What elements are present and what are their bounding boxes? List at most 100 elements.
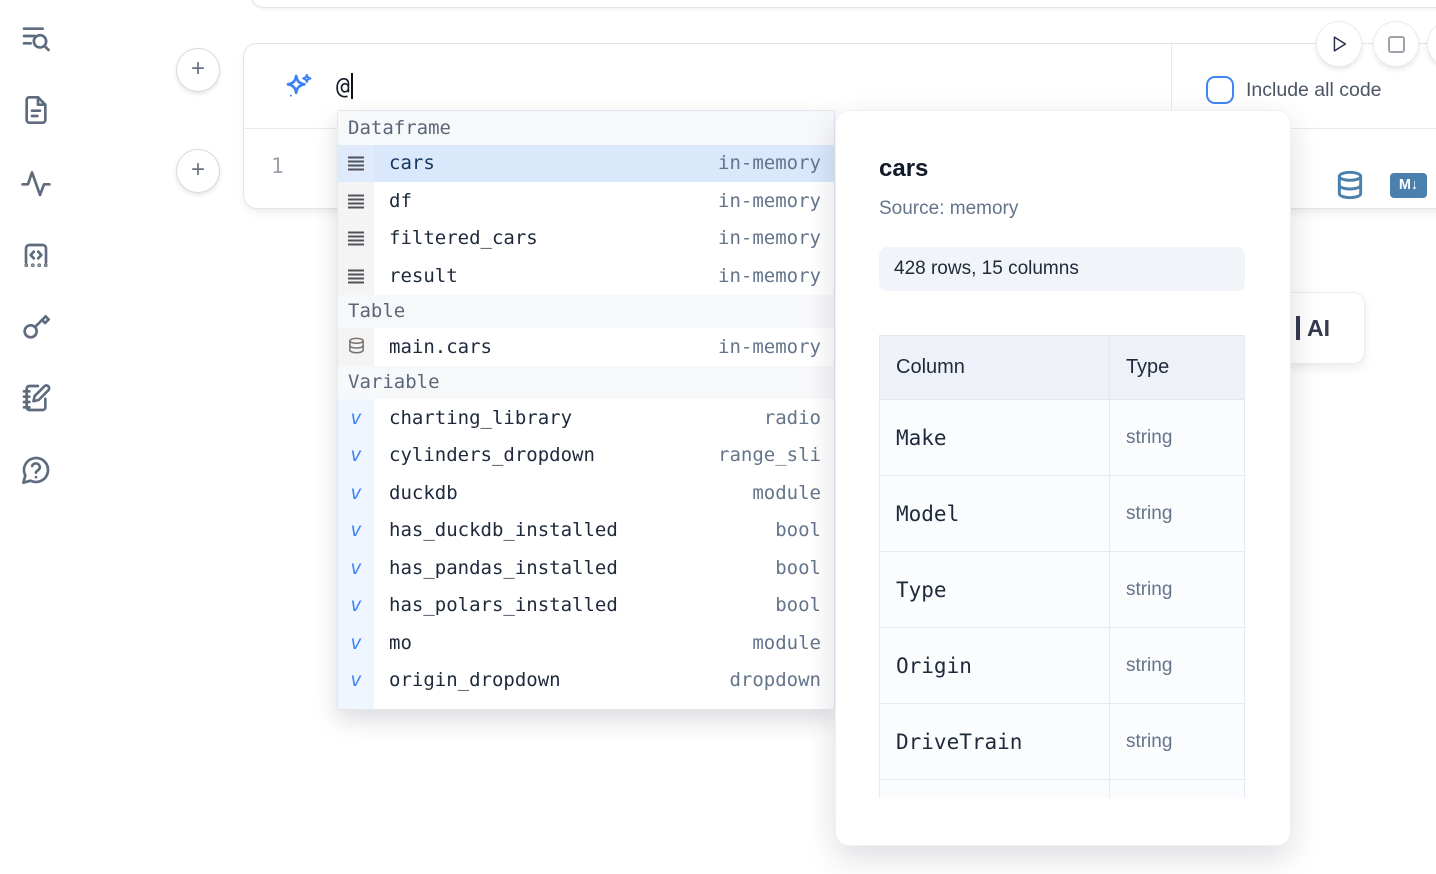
variable-icon: v	[350, 707, 361, 709]
variable-icon: v	[350, 556, 362, 579]
autocomplete-item-name: has_polars_installed	[389, 594, 618, 617]
ai-button-label: AI	[1307, 314, 1330, 341]
activity-icon[interactable]	[20, 167, 52, 199]
dataframe-icon	[347, 230, 365, 246]
autocomplete-item[interactable]: v origin_dropdown dropdown	[338, 661, 834, 699]
variable-icon: v	[350, 669, 362, 692]
table-database-icon	[348, 337, 365, 356]
autocomplete-item-detail: in-memory	[718, 152, 821, 175]
autocomplete-item-name: origin_dropdown	[389, 669, 561, 692]
file-document-icon[interactable]	[20, 94, 52, 126]
autocomplete-item-detail: bool	[775, 556, 821, 579]
variable-icon: v	[350, 406, 362, 429]
schema-column-name: Make	[879, 399, 1110, 476]
schema-header-type: Type	[1108, 335, 1245, 400]
schema-column-name: DriveTrain	[879, 703, 1110, 780]
variable-icon: v	[350, 594, 362, 617]
stop-button[interactable]	[1374, 22, 1418, 66]
autocomplete-item[interactable]: vpdmodule	[338, 699, 834, 709]
preview-source: Source: memory	[879, 198, 1019, 219]
autocomplete-item-detail: in-memory	[718, 264, 821, 287]
preview-title: cars	[879, 155, 929, 182]
autocomplete-item-name: duckdb	[389, 481, 458, 504]
autocomplete-item[interactable]: v charting_library radio	[338, 399, 834, 437]
text-caret	[350, 73, 353, 99]
autocomplete-item-name: charting_library	[389, 406, 573, 429]
dataframe-icon	[347, 268, 365, 284]
autocomplete-item-name: has_pandas_installed	[389, 556, 618, 579]
preview-shape-badge: 428 rows, 15 columns	[879, 247, 1245, 291]
autocomplete-item[interactable]: v has_polars_installed bool	[338, 586, 834, 624]
autocomplete-item-name: main.cars	[389, 335, 492, 358]
markdown-icon[interactable]: M↓	[1390, 172, 1427, 198]
include-all-code-label: Include all code	[1246, 78, 1382, 101]
schema-column-type: string	[1108, 551, 1245, 628]
autocomplete-item[interactable]: cars in-memory	[338, 144, 834, 182]
autocomplete-item-name: pd	[389, 707, 412, 709]
dataframe-icon	[347, 155, 365, 171]
autocomplete-item[interactable]: result in-memory	[338, 257, 834, 295]
list-search-icon[interactable]	[20, 22, 52, 54]
divider	[1171, 44, 1172, 129]
variable-icon: v	[350, 519, 362, 542]
autocomplete-item-name: has_duckdb_installed	[389, 519, 618, 542]
autocomplete-section-header: Dataframe	[338, 111, 834, 145]
autocomplete-section-header: Variable	[338, 365, 834, 399]
scratchpad-icon[interactable]	[20, 382, 52, 414]
autocomplete-item-detail: bool	[775, 519, 821, 542]
add-cell-button-bottom[interactable]: +	[176, 149, 220, 193]
sql-database-icon[interactable]	[1334, 166, 1366, 204]
autocomplete-item-detail: in-memory	[718, 227, 821, 250]
autocomplete-item-name: cars	[389, 152, 435, 175]
add-cell-button-top[interactable]: +	[176, 48, 220, 92]
include-all-code-checkbox[interactable]	[1206, 76, 1234, 104]
autocomplete-item-detail: module	[752, 481, 821, 504]
variable-icon: v	[350, 481, 362, 504]
snippets-icon[interactable]	[20, 239, 52, 271]
autocomplete-item[interactable]: filtered_cars in-memory	[338, 219, 834, 257]
autocomplete-item-detail: dropdown	[729, 669, 821, 692]
run-button[interactable]	[1317, 22, 1361, 66]
schema-row-clipped	[879, 779, 1245, 798]
ai-sparkle-icon	[282, 71, 316, 105]
variable-icon: v	[350, 444, 362, 467]
schema-column-type: string	[1108, 399, 1245, 476]
autocomplete-item-detail: in-memory	[718, 189, 821, 212]
ai-prompt-input[interactable]: @	[336, 73, 353, 100]
autocomplete-item-name: filtered_cars	[389, 227, 538, 250]
line-number: 1	[271, 154, 284, 178]
key-icon[interactable]	[20, 310, 52, 342]
autocomplete-item-name: mo	[389, 631, 412, 654]
schema-column-type: string	[1108, 627, 1245, 704]
autocomplete-item[interactable]: v has_duckdb_installed bool	[338, 511, 834, 549]
autocomplete-item-detail: radio	[763, 406, 821, 429]
help-chat-icon[interactable]	[20, 454, 52, 486]
schema-header-column: Column	[879, 335, 1110, 400]
autocomplete-item-detail: bool	[775, 594, 821, 617]
schema-column-name: Origin	[879, 627, 1110, 704]
autocomplete-item[interactable]: v duckdb module	[338, 474, 834, 512]
schema-column-name: Type	[879, 551, 1110, 628]
variable-icon: v	[350, 631, 362, 654]
more-run-button[interactable]	[1428, 22, 1436, 66]
dataframe-icon	[347, 193, 365, 209]
autocomplete-item[interactable]: main.cars in-memory	[338, 328, 834, 366]
autocomplete-item-detail: range_sli	[718, 444, 821, 467]
autocomplete-item-name: result	[389, 264, 458, 287]
autocomplete-item-detail: in-memory	[718, 335, 821, 358]
clipped-text-fragment	[1296, 316, 1300, 340]
schema-column-type: string	[1108, 703, 1245, 780]
previous-cell-edge	[250, 0, 1436, 8]
autocomplete-item[interactable]: v has_pandas_installed bool	[338, 549, 834, 587]
